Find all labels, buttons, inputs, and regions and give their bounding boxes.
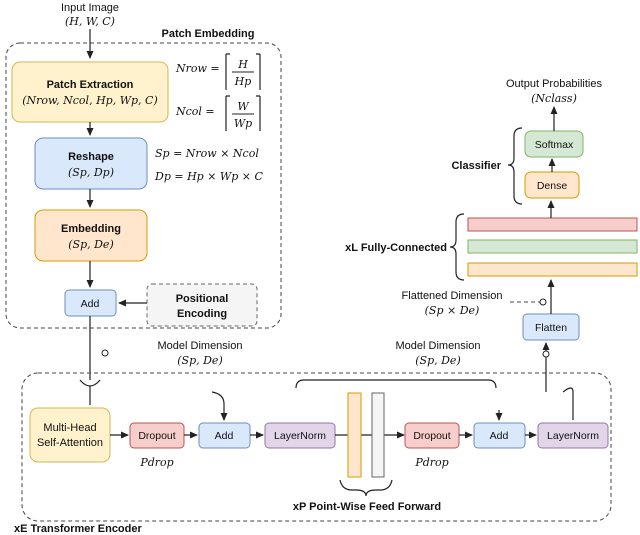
model-dim-left-label: Model Dimension (158, 340, 243, 352)
nrow-lhs: Nrow = (175, 62, 220, 75)
add-label-2: Add (490, 430, 509, 442)
sp-formula: Sp = Nrow × Ncol (155, 147, 259, 160)
ncol-lhs: Ncol = (175, 105, 215, 118)
softmax-label: Softmax (535, 139, 574, 151)
fc-brace (449, 213, 465, 281)
patch-embedding-title: Patch Embedding (162, 28, 255, 40)
add-label-1: Add (215, 430, 234, 442)
classifier-brace (507, 127, 523, 205)
mha-line1: Multi-Head (43, 422, 96, 434)
flattened-dim-shape: (Sp × De) (425, 304, 480, 317)
layernorm-label-2: LayerNorm (547, 430, 599, 442)
patch-embedding-group (5, 42, 282, 329)
model-dim-brace (295, 379, 497, 389)
reshape-label: Reshape (68, 151, 114, 163)
ffn-label: xP Point-Wise Feed Forward (293, 501, 441, 513)
model-dim-right-label: Model Dimension (396, 340, 481, 352)
encoder-title: xE Transformer Encoder (14, 523, 142, 535)
ffn-brace (339, 479, 393, 497)
ffn-layer-bar-2 (371, 392, 385, 478)
layernorm-box-2 (537, 422, 609, 449)
patch-extraction-box (11, 61, 169, 123)
output-label: Output Probabilities (506, 78, 602, 90)
flattened-dim-dot (539, 298, 547, 306)
fc-layer-red (467, 217, 638, 232)
pdrop-label-2: Pdrop (414, 456, 448, 469)
fc-layer-green (467, 239, 638, 254)
dropout-label-1: Dropout (138, 430, 175, 442)
encoder-exit-brace (562, 387, 574, 420)
ncol-floor-bracket (225, 95, 261, 131)
embedding-label: Embedding (61, 223, 121, 235)
positional-line2: Encoding (177, 308, 227, 320)
reshape-box (34, 137, 148, 190)
patch-extraction-shape: (Nrow, Ncol, Hp, Wp, C) (22, 94, 158, 107)
model-dim-left-shape: (Sp, De) (177, 354, 222, 367)
input-title: Input Image (61, 2, 119, 14)
positional-encoding-box (146, 283, 258, 327)
ncol-numerator: W (237, 100, 250, 113)
nrow-floor-bracket (225, 53, 261, 90)
reshape-shape: (Sp, Dp) (68, 166, 114, 179)
mha-box (29, 407, 111, 463)
positional-line1: Positional (176, 293, 229, 305)
dropout-label-2: Dropout (413, 430, 450, 442)
fc-label: xL Fully-Connected (345, 242, 447, 254)
embedding-shape: (Sp, De) (68, 238, 113, 251)
embedding-box (34, 209, 148, 262)
nrow-numerator: H (237, 58, 248, 71)
ncol-denominator: Wp (234, 117, 252, 130)
flatten-label: Flatten (535, 322, 567, 334)
encoder-entry-brace (79, 379, 101, 387)
classifier-label: Classifier (451, 160, 501, 172)
fc-layer-orange (467, 262, 638, 277)
pdrop-label-1: Pdrop (139, 456, 173, 469)
residual-arrow-1 (211, 391, 228, 421)
flattened-dim-label: Flattened Dimension (402, 290, 503, 302)
dp-formula: Dp = Hp × Wp × C (154, 170, 263, 183)
transformer-encoder-group (21, 372, 612, 522)
model-dim-right-shape: (Sp, De) (415, 354, 460, 367)
connector-dot-right (542, 350, 550, 358)
layernorm-label-1: LayerNorm (274, 430, 326, 442)
add-label-embedding: Add (81, 298, 100, 310)
nrow-denominator: Hp (234, 75, 252, 88)
connector-dot-left (101, 349, 109, 357)
ffn-layer-bar-1 (347, 392, 362, 478)
input-shape: (H, W, C) (65, 15, 115, 28)
output-shape: (Nclass) (531, 92, 577, 105)
patch-extraction-label: Patch Extraction (47, 79, 134, 91)
dense-label: Dense (537, 180, 568, 192)
mha-line2: Self-Attention (37, 437, 103, 449)
